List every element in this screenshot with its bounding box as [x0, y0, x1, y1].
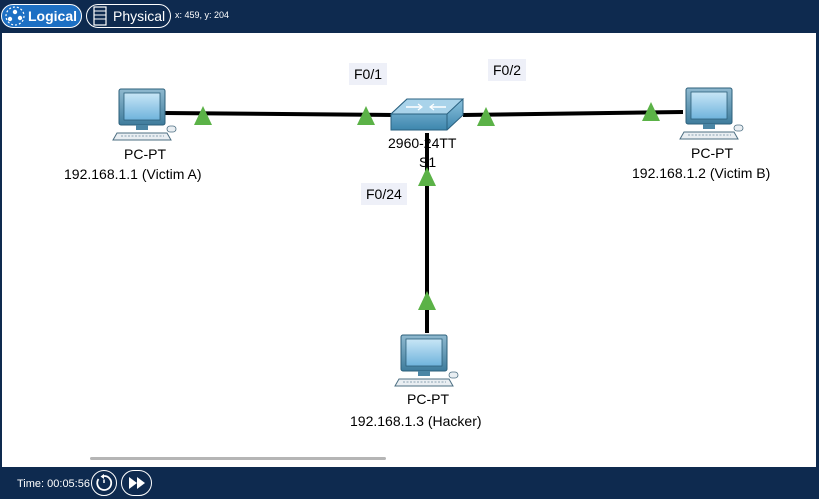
link-up-indicator: [642, 102, 660, 121]
bottom-toolbar: Time: 00:05:56: [0, 467, 819, 499]
physical-view-button[interactable]: Physical: [86, 4, 171, 28]
switch-model: 2960-24TT: [388, 135, 457, 151]
logical-network-icon: [5, 6, 25, 26]
pc-b-label: 192.168.1.2 (Victim B): [632, 165, 771, 181]
link-up-indicator: [418, 167, 436, 186]
left-frame: [0, 33, 2, 467]
port-label-f024: F0/24: [361, 183, 407, 205]
fast-forward-button[interactable]: [121, 470, 152, 496]
port-label-f02: F0/2: [488, 59, 527, 81]
top-toolbar: Logical Physical x: 459, y: 204: [0, 0, 819, 33]
switch-name: S1: [419, 154, 437, 170]
pc-c-type: PC-PT: [407, 391, 449, 407]
topology-canvas: [112, 87, 744, 387]
logical-view-label: Logical: [28, 8, 78, 24]
pc-icon[interactable]: [679, 87, 744, 140]
physical-view-label: Physical: [113, 8, 166, 24]
horizontal-scrollbar[interactable]: [90, 457, 386, 460]
port-label-f01: F0/1: [349, 63, 388, 85]
logical-workspace[interactable]: PC-PT 192.168.1.1 (Victim A) PC-PT 192.1…: [2, 33, 816, 467]
link-up-indicator: [194, 106, 212, 125]
link-up-indicator: [477, 107, 495, 126]
pc-a-label: 192.168.1.1 (Victim A): [64, 166, 202, 182]
link-up-indicator: [357, 106, 375, 125]
pc-icon[interactable]: [394, 334, 459, 387]
simulation-time: Time: 00:05:56: [17, 478, 90, 490]
pc-a-type: PC-PT: [124, 146, 166, 162]
pc-c-label: 192.168.1.3 (Hacker): [350, 413, 482, 429]
fast-forward-icon: [128, 477, 145, 489]
power-cycle-button[interactable]: [91, 470, 117, 496]
switch-icon[interactable]: [389, 98, 465, 131]
cursor-coordinates: x: 459, y: 204: [175, 10, 230, 20]
pc-b-type: PC-PT: [691, 145, 733, 161]
right-frame: [816, 0, 819, 499]
link-up-indicator: [418, 291, 436, 310]
physical-rack-icon: [93, 6, 107, 26]
power-cycle-icon: [96, 474, 113, 491]
logical-view-button[interactable]: Logical: [1, 4, 82, 28]
